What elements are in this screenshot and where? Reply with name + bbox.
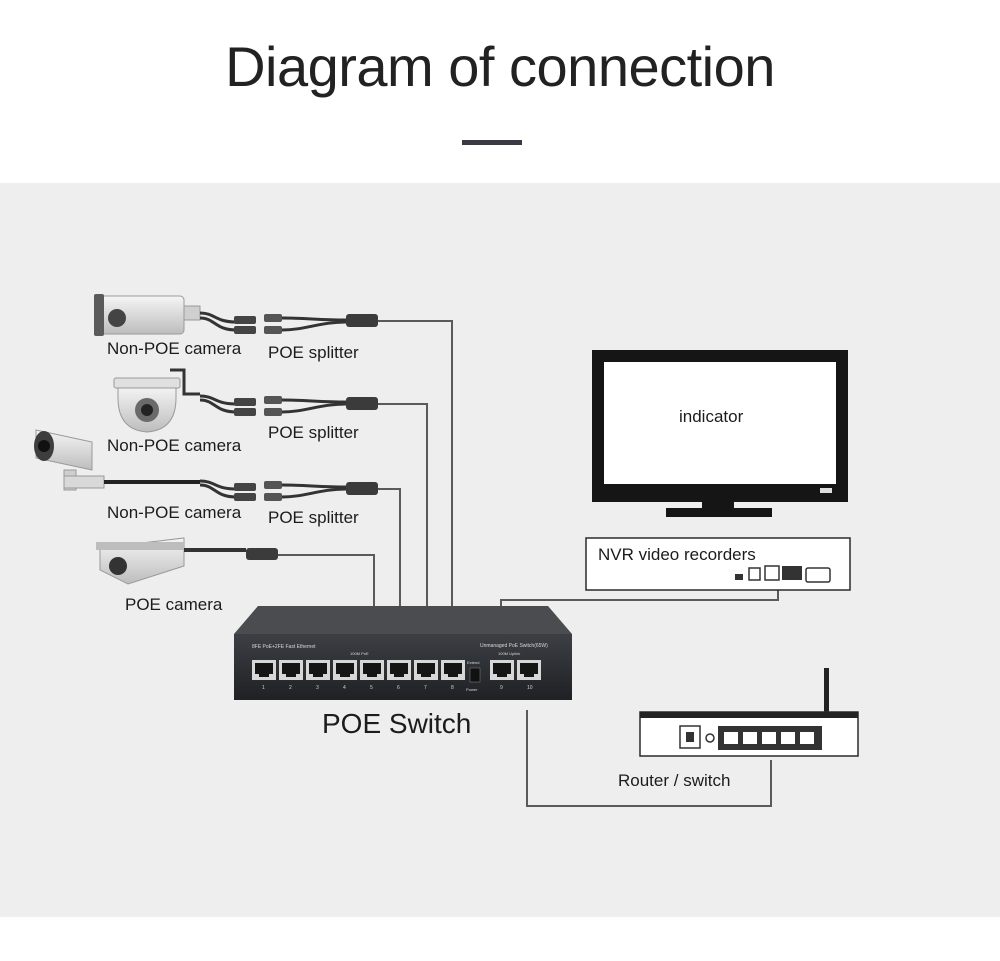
router [639,668,859,757]
cable-poe-camera [278,554,375,612]
title-underline [462,140,522,145]
splitter-1 [264,314,378,334]
router-ports [724,732,814,744]
switch-poe-caption: 100M PoE [350,651,369,656]
nvr [585,537,851,591]
switch-port-number-10: 10 [527,685,533,691]
cable-splitter-1 [378,320,453,612]
switch-port-number-8: 8 [451,685,454,691]
camera-3-label: Non-POE camera [107,503,242,522]
camera-2 [113,368,256,433]
switch-port-number-5: 5 [370,685,373,691]
switch-port-socket-8 [444,663,462,677]
splitter-3 [264,481,378,501]
switch-port-socket-5 [363,663,381,677]
camera-2-label: Non-POE camera [107,436,242,455]
switch-port-socket-7 [417,663,435,677]
switch-port-socket-1 [255,663,273,677]
switch-power-caption: Power [466,687,478,692]
cable-router [526,710,772,807]
switch-uplink-caption: 100M Uplink [498,651,520,656]
splitter-1-label: POE splitter [268,343,359,362]
switch-ports: 1 2 3 4 5 6 7 8 9 10 [252,660,541,691]
splitter-2-label: POE splitter [268,423,359,442]
splitter-3-label: POE splitter [268,508,359,527]
switch-port-socket-9 [493,663,511,677]
switch-port-socket-10 [520,663,538,677]
monitor [592,350,848,517]
switch-port-socket-4 [336,663,354,677]
poe-switch: 8FE PoE+2FE Fast Ethernet 100M PoE Unman… [234,606,572,700]
router-label: Router / switch [618,771,730,790]
switch-port-socket-6 [390,663,408,677]
switch-right-caption: Unmanaged PoE Switch(65W) [480,643,548,649]
camera-3 [34,429,256,501]
splitter-2 [264,396,378,416]
switch-label: POE Switch [322,708,471,739]
switch-port-number-2: 2 [289,685,292,691]
cable-splitter-3 [378,488,401,612]
switch-port-number-3: 3 [316,685,319,691]
switch-port-number-6: 6 [397,685,400,691]
switch-left-caption: 8FE PoE+2FE Fast Ethernet [252,644,316,650]
camera-1-label: Non-POE camera [107,339,242,358]
switch-port-number-7: 7 [424,685,427,691]
camera-4-label: POE camera [125,595,223,614]
switch-port-socket-3 [309,663,327,677]
camera-4 [96,537,278,585]
switch-port-socket-2 [282,663,300,677]
switch-extend-caption: Extend [467,660,479,665]
cable-splitter-2 [378,403,428,612]
switch-port-number-4: 4 [343,685,346,691]
switch-port-number-1: 1 [262,685,265,691]
nvr-label: NVR video recorders [598,545,756,564]
camera-1 [94,294,256,336]
switch-port-number-9: 9 [500,685,503,691]
page-title: Diagram of connection [225,35,775,98]
cable-nvr [500,585,779,610]
monitor-label: indicator [679,407,744,426]
cables [278,320,779,807]
